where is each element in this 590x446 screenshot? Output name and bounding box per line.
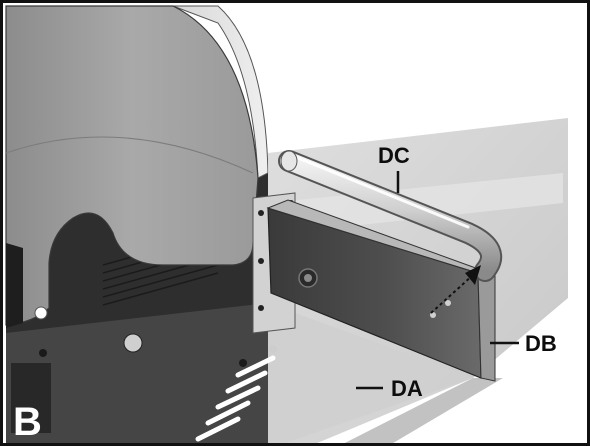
tubular-handle [278,150,503,282]
leader-lines [356,171,519,390]
assembly-illustration: DC DB DA B [3,3,587,444]
shelf-panel [266,199,496,382]
step-marker: B [13,400,42,444]
assembly-arrow [430,265,481,314]
callout-db: DB [525,331,557,356]
callout-dc: DC [378,143,410,168]
callout-da: DA [391,376,423,401]
step-label: B [13,400,42,444]
grill-lid [5,5,269,328]
